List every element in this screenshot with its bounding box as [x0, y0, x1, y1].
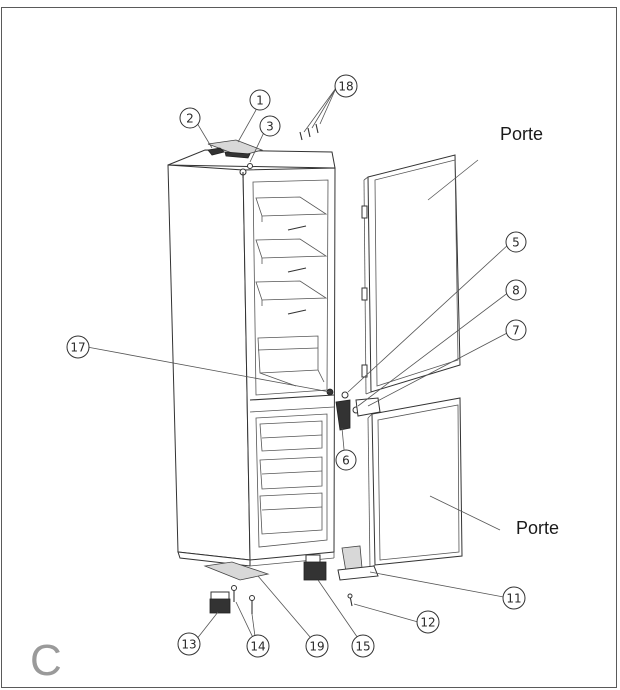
callout-1-label: 1: [256, 94, 264, 108]
callout-15-label: 15: [355, 640, 370, 654]
callout-6-label: 6: [342, 454, 350, 468]
callout-8-label: 8: [512, 284, 520, 298]
cabinet-front: [242, 167, 336, 561]
callout-19: 19: [305, 634, 329, 658]
lower-door: [337, 397, 463, 581]
callout-17: 17: [66, 335, 90, 359]
callouts: 1 2 3 5 6 7 8: [66, 74, 527, 658]
callout-14: 14: [246, 634, 270, 658]
callout-7-label: 7: [512, 324, 520, 338]
upper-door: [361, 154, 461, 395]
freezer-drawers: [259, 420, 323, 535]
adjustable-foot: [209, 598, 231, 614]
lower-door-label: Porte: [516, 518, 559, 538]
callout-6: 6: [335, 449, 357, 471]
callout-14-label: 14: [250, 640, 265, 654]
top-hinge: [207, 147, 225, 156]
bottom-plate: [203, 561, 270, 581]
callout-19-label: 19: [309, 640, 324, 654]
callout-18-label: 18: [338, 80, 353, 94]
callout-18: 18: [334, 74, 358, 98]
bottom-parts: [203, 554, 353, 614]
callout-11: 11: [502, 586, 526, 610]
cabinet-side: [167, 164, 251, 561]
upper-door-label: Porte: [500, 124, 543, 144]
fridge-compartment: [252, 179, 329, 396]
callout-12-label: 12: [420, 616, 435, 630]
callout-5-label: 5: [512, 236, 520, 250]
corner-mark: C: [30, 636, 62, 685]
callout-15: 15: [351, 634, 375, 658]
callout-2: 2: [179, 107, 201, 129]
callout-11-label: 11: [506, 592, 521, 606]
fridge-shelves: [255, 196, 328, 387]
diagram-frame: [1, 7, 617, 688]
callout-3-label: 3: [266, 120, 274, 134]
fridge-cabinet: [167, 149, 336, 567]
callout-8: 8: [505, 279, 527, 301]
callout-3: 3: [259, 115, 281, 137]
callout-17-label: 17: [70, 341, 85, 355]
callout-13: 13: [177, 632, 201, 656]
callout-12: 12: [416, 610, 440, 634]
callout-2-label: 2: [186, 112, 194, 126]
front-foot: [303, 561, 327, 581]
top-hinge-parts: [207, 123, 319, 178]
freezer-compartment: [255, 413, 328, 548]
callout-5: 5: [505, 231, 527, 253]
callout-1: 1: [249, 89, 271, 111]
compartment-divider: [249, 394, 335, 401]
callout-7: 7: [505, 319, 527, 341]
middle-hinge: [335, 399, 351, 431]
callout-13-label: 13: [181, 638, 196, 652]
